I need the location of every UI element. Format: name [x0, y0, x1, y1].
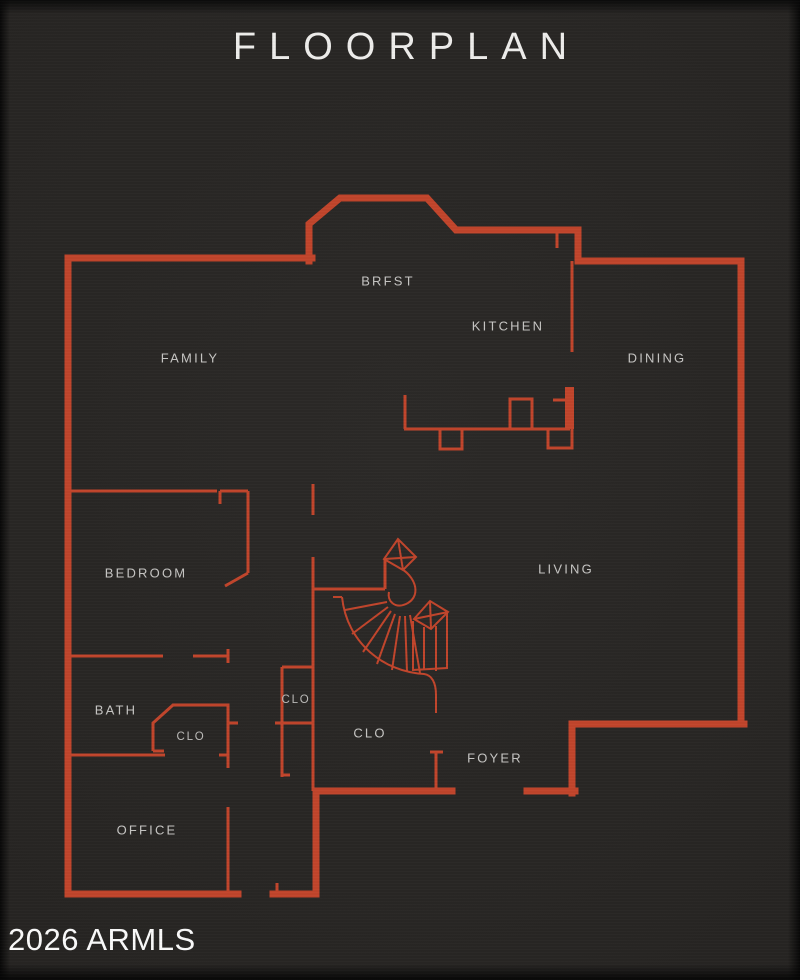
room-label-dining: DINING: [627, 350, 687, 366]
spiral-staircase: [333, 537, 450, 713]
room-label-office: OFFICE: [116, 822, 178, 838]
outer-walls: [64, 194, 748, 898]
kitchen-counter: [403, 387, 574, 451]
room-label-clo-bath: CLO: [176, 731, 206, 743]
room-label-foyer: FOYER: [467, 750, 523, 766]
room-label-bath: BATH: [94, 702, 138, 718]
page-title: FLOORPLAN: [232, 26, 581, 68]
room-label-kitchen: KITCHEN: [471, 318, 545, 334]
room-label-clo-hall: CLO: [281, 694, 311, 706]
room-label-clo-stairs: CLO: [353, 725, 387, 741]
room-label-brfst: BRFST: [361, 273, 415, 289]
interior-walls: [68, 231, 574, 894]
room-label-bedroom: BEDROOM: [104, 565, 188, 581]
armls-watermark: 2026 ARMLS: [8, 922, 196, 957]
room-label-family: FAMILY: [160, 350, 220, 366]
room-label-living: LIVING: [538, 561, 594, 577]
